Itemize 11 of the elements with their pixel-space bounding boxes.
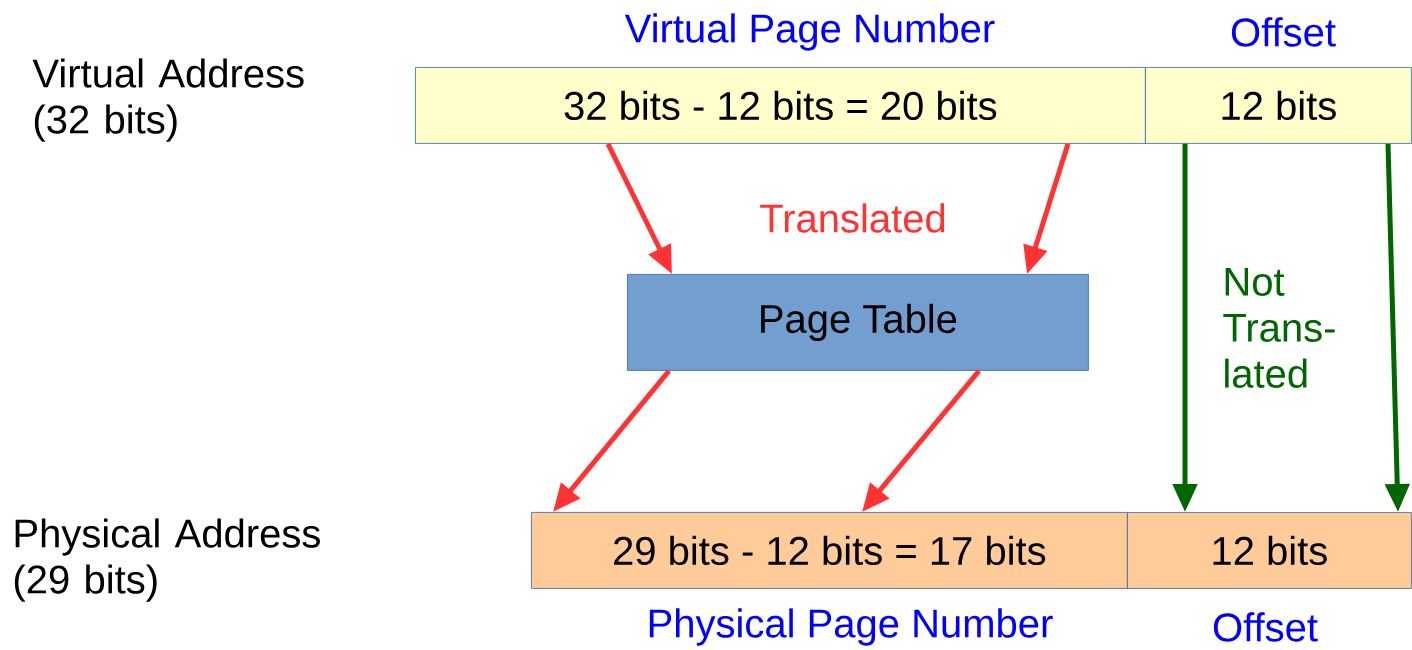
address-field: 12 bits xyxy=(1145,67,1412,144)
page-table-box: Page Table xyxy=(627,274,1089,371)
address-label: Virtual Address (32 bits) xyxy=(32,58,304,142)
translation-label: Translated xyxy=(760,203,945,233)
address-field: 12 bits xyxy=(1127,512,1412,589)
field-heading: Offset xyxy=(1213,612,1318,642)
translation-label: Not Trans-lated xyxy=(1223,268,1335,388)
field-heading: Physical Page Number xyxy=(649,608,1053,646)
address-label: Physical Address (29 bits) xyxy=(14,518,320,602)
field-heading: Virtual Page Number xyxy=(624,13,995,51)
field-heading: Offset xyxy=(1231,17,1336,47)
